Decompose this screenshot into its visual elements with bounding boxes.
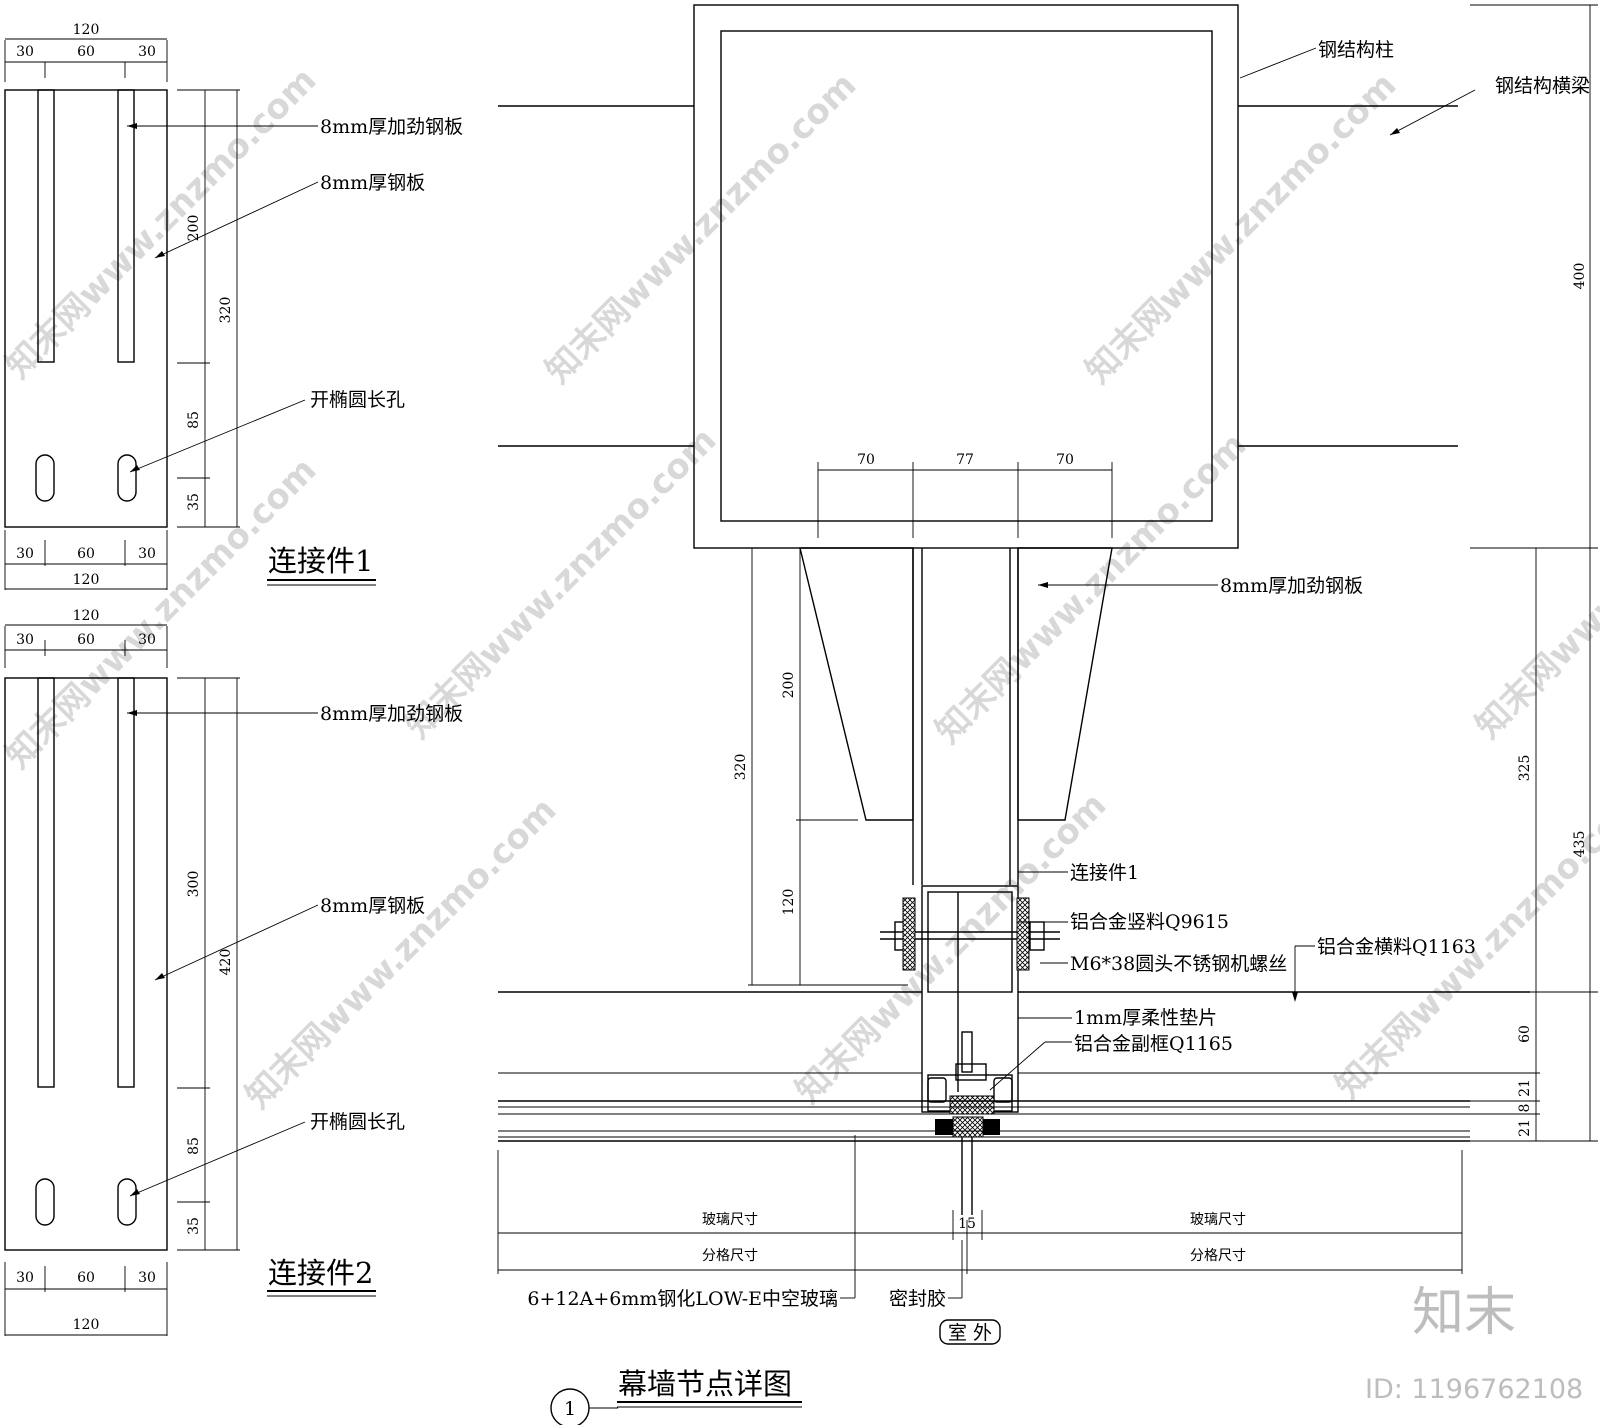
dim-bot-a: 30	[16, 546, 34, 562]
dim-bot-b: 60	[77, 546, 95, 562]
watermark-text: 知末网www.znzmo.com	[238, 790, 564, 1116]
label-plate: 8mm厚钢板	[320, 172, 425, 194]
dim-top-a: 30	[16, 44, 34, 60]
label-slot: 开椭圆长孔	[310, 1111, 405, 1133]
dim-top-b: 60	[77, 632, 95, 648]
label-bolt: M6*38圆头不锈钢机螺丝	[1070, 953, 1287, 975]
label-gasket: 1mm厚柔性垫片	[1074, 1007, 1217, 1029]
label-connector-1: 连接件1	[1070, 862, 1139, 884]
label-subframe: 铝合金副框Q1165	[1074, 1033, 1233, 1055]
watermark-text: 知末网www.znzmo.com	[928, 425, 1254, 751]
dim-bot-total: 120	[73, 1317, 100, 1333]
label-plate: 8mm厚钢板	[320, 895, 425, 917]
dim-top-b: 60	[77, 44, 95, 60]
label-steel-beam: 钢结构横梁	[1495, 75, 1590, 97]
brand-id: ID: 1196762108	[1365, 1374, 1583, 1405]
dim-bot-total: 120	[73, 572, 100, 588]
dim-15: 15	[958, 1216, 976, 1232]
dim-top-a: 30	[16, 632, 34, 648]
steel-column-outer	[693, 4, 1239, 549]
dim-v-35: 35	[186, 1217, 202, 1235]
dim-v-35: 35	[186, 493, 202, 511]
label-transom: 铝合金横料Q1163	[1317, 936, 1476, 958]
slot-right	[117, 454, 137, 502]
label-glass-spec: 6+12A+6mm钢化LOW-E中空玻璃	[527, 1288, 838, 1310]
dim-v-total: 320	[218, 297, 234, 324]
plate-outline	[4, 89, 168, 528]
dim-bot-a: 30	[16, 1270, 34, 1286]
watermark-text: 知末网www.znzmo.com	[0, 60, 324, 386]
slot-right	[117, 1178, 137, 1226]
label-steel-column: 钢结构柱	[1318, 39, 1394, 61]
outside-label: 室 外	[948, 1322, 992, 1344]
dim-400: 400	[1572, 263, 1588, 290]
stiffener-rib-left	[37, 677, 55, 1088]
dim-435: 435	[1572, 831, 1588, 858]
dim-60: 60	[1517, 1025, 1533, 1043]
dim-v-85: 85	[186, 1137, 202, 1155]
stiffener-rib-right	[117, 677, 135, 1088]
dim-bot-b: 60	[77, 1270, 95, 1286]
dim-top-c: 30	[138, 44, 156, 60]
connector-2-title: 连接件2	[268, 1256, 373, 1290]
dim-bot-c: 30	[138, 546, 156, 562]
watermark-text: 知末网www.znzmo.com	[1078, 65, 1404, 391]
watermark-text: 知末网www.znzmo.com	[398, 420, 724, 746]
dim-8: 8	[1517, 1104, 1533, 1113]
connector-1-title: 连接件1	[268, 544, 373, 578]
label-stiffener: 8mm厚加劲钢板	[1220, 575, 1363, 597]
detail-title: 幕墙节点详图	[618, 1367, 792, 1401]
grid-size-left: 分格尺寸	[702, 1248, 758, 1264]
dim-120: 120	[781, 889, 797, 916]
steel-column-inner	[720, 30, 1213, 522]
watermark-text: 知末网www.znzmo.com	[538, 65, 864, 391]
outside-tag	[939, 1319, 1001, 1345]
label-stiffener: 8mm厚加劲钢板	[320, 116, 463, 138]
grid-size-right: 分格尺寸	[1190, 1248, 1246, 1264]
watermark-text: 知末网www.znzmo.com	[788, 785, 1114, 1111]
connector-2-drawing: 120 30 60 30 300 85 35 420 30 60 30 120 …	[4, 608, 463, 1336]
plate-outline	[4, 677, 168, 1251]
glass-size-left: 玻璃尺寸	[702, 1211, 758, 1228]
dim-bot-c: 30	[138, 1270, 156, 1286]
watermark-text: 知末网www.znzmo.com	[0, 450, 324, 776]
dim-top-c: 30	[138, 632, 156, 648]
dim-320: 320	[733, 754, 749, 781]
curtain-wall-node-detail: 70 77 70 320 200 120	[497, 4, 1598, 1425]
glass-size-right: 玻璃尺寸	[1190, 1211, 1246, 1228]
dim-top-total: 120	[73, 22, 100, 38]
label-mullion: 铝合金竖料Q9615	[1070, 911, 1229, 933]
brand-watermark: 知末	[1412, 1283, 1516, 1343]
connector-1-drawing: 120 30 60 30 200 85 35 320 30 60 30 120	[4, 22, 463, 590]
stiffener-rib-left	[37, 89, 55, 363]
slot-left	[35, 1178, 55, 1226]
dim-70a: 70	[857, 452, 875, 468]
watermark-text: 知末网www.znzmo.com	[1468, 420, 1600, 746]
dim-21a: 21	[1517, 1079, 1533, 1097]
detail-number: 1	[564, 1398, 576, 1420]
dim-v-85: 85	[186, 411, 202, 429]
label-slot: 开椭圆长孔	[310, 389, 405, 411]
dim-v-200: 200	[186, 215, 202, 242]
dim-70b: 70	[1056, 452, 1074, 468]
stiffener-rib-right	[117, 89, 135, 363]
connector-plate-left	[799, 547, 914, 821]
label-stiffener: 8mm厚加劲钢板	[320, 703, 463, 725]
dim-v-300: 300	[186, 871, 202, 898]
slot-left	[35, 454, 55, 502]
dim-top-total: 120	[73, 608, 100, 624]
dim-325: 325	[1517, 755, 1533, 782]
dim-77: 77	[956, 452, 974, 468]
dim-v-total: 420	[218, 949, 234, 976]
dim-200: 200	[781, 672, 797, 699]
dim-21b: 21	[1517, 1119, 1533, 1137]
label-sealant: 密封胶	[889, 1288, 946, 1310]
